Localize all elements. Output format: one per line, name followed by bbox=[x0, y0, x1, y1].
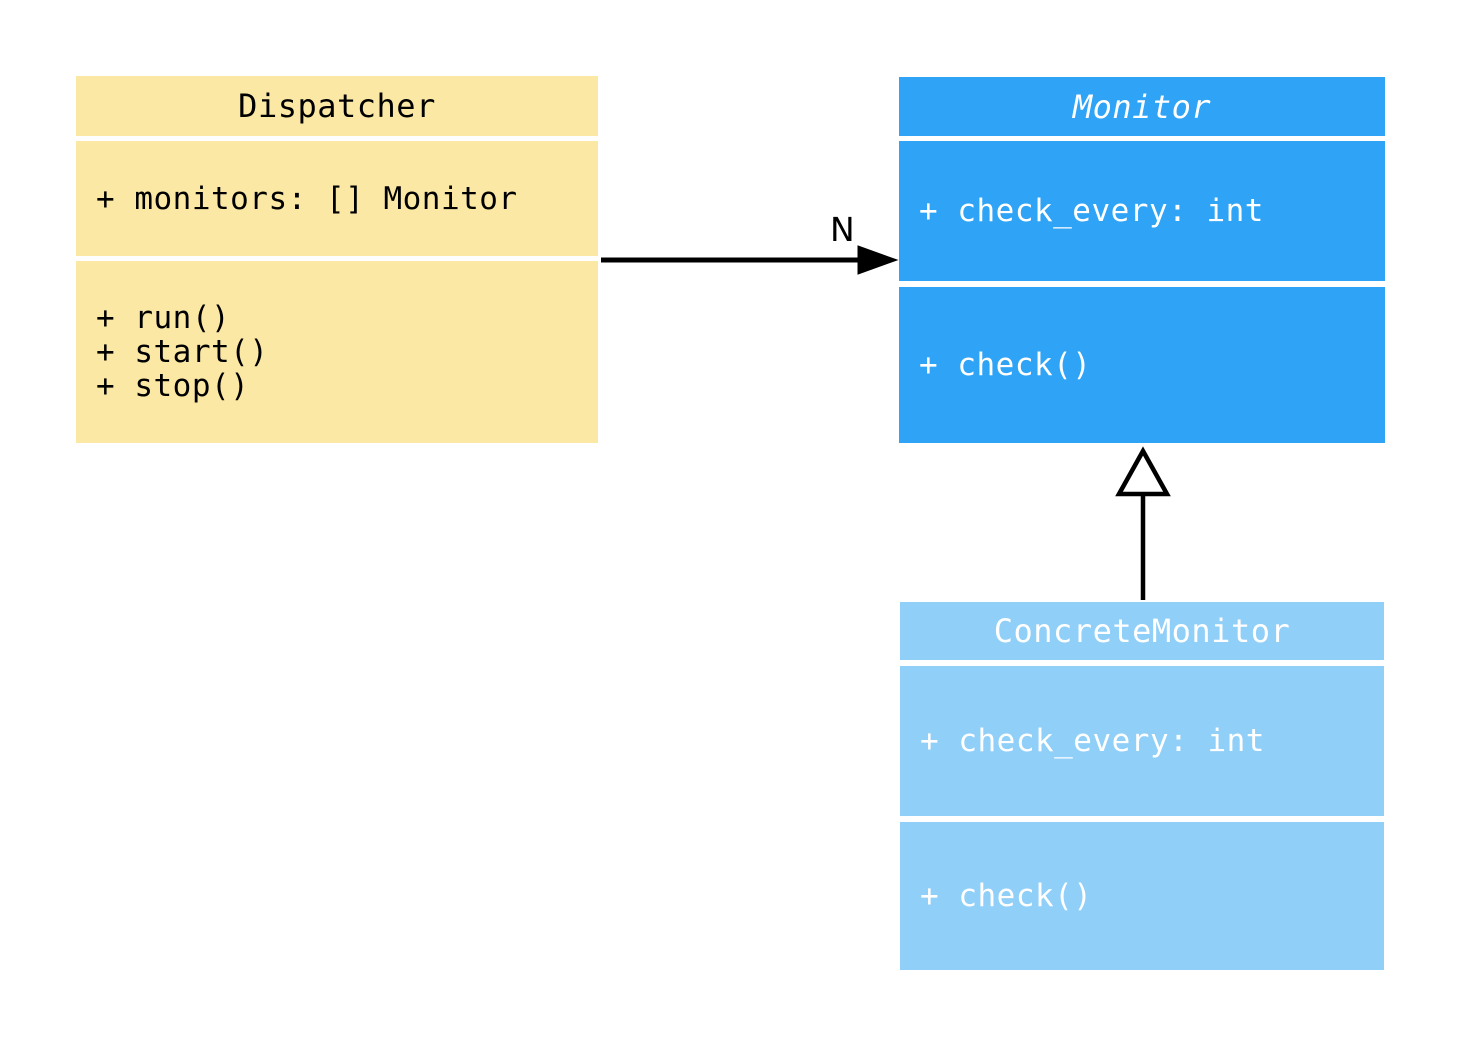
method-check: + check() bbox=[920, 878, 1093, 914]
class-methods-concrete-monitor: + check() bbox=[900, 822, 1384, 970]
association-multiplicity-label: N bbox=[830, 210, 855, 249]
inheritance-arrow-concretemonitor-monitor bbox=[1115, 446, 1171, 600]
attribute-monitors: + monitors: [] Monitor bbox=[96, 180, 518, 217]
hollow-triangle-arrowhead-icon bbox=[1115, 446, 1171, 497]
class-attributes-dispatcher: + monitors: [] Monitor bbox=[76, 141, 598, 256]
method-run: + run() bbox=[96, 300, 231, 336]
class-box-dispatcher: Dispatcher + monitors: [] Monitor + run(… bbox=[76, 76, 598, 443]
class-methods-monitor: + check() bbox=[899, 287, 1385, 443]
method-check: + check() bbox=[919, 347, 1092, 383]
class-attributes-monitor: + check_every: int bbox=[899, 141, 1385, 281]
attribute-check-every: + check_every: int bbox=[919, 193, 1264, 229]
class-title-concrete-monitor: ConcreteMonitor bbox=[900, 602, 1384, 660]
association-arrow-dispatcher-monitor bbox=[601, 245, 899, 275]
class-box-monitor: Monitor + check_every: int + check() bbox=[899, 77, 1385, 443]
class-title-dispatcher: Dispatcher bbox=[76, 76, 598, 136]
filled-arrowhead-icon bbox=[857, 245, 899, 275]
attribute-check-every: + check_every: int bbox=[920, 723, 1265, 759]
method-stop: + stop() bbox=[96, 368, 250, 404]
class-attributes-concrete-monitor: + check_every: int bbox=[900, 666, 1384, 816]
method-start: + start() bbox=[96, 334, 269, 370]
class-title-monitor: Monitor bbox=[899, 77, 1385, 136]
class-box-concrete-monitor: ConcreteMonitor + check_every: int + che… bbox=[900, 602, 1384, 970]
class-methods-dispatcher: + run() + start() + stop() bbox=[76, 261, 598, 443]
